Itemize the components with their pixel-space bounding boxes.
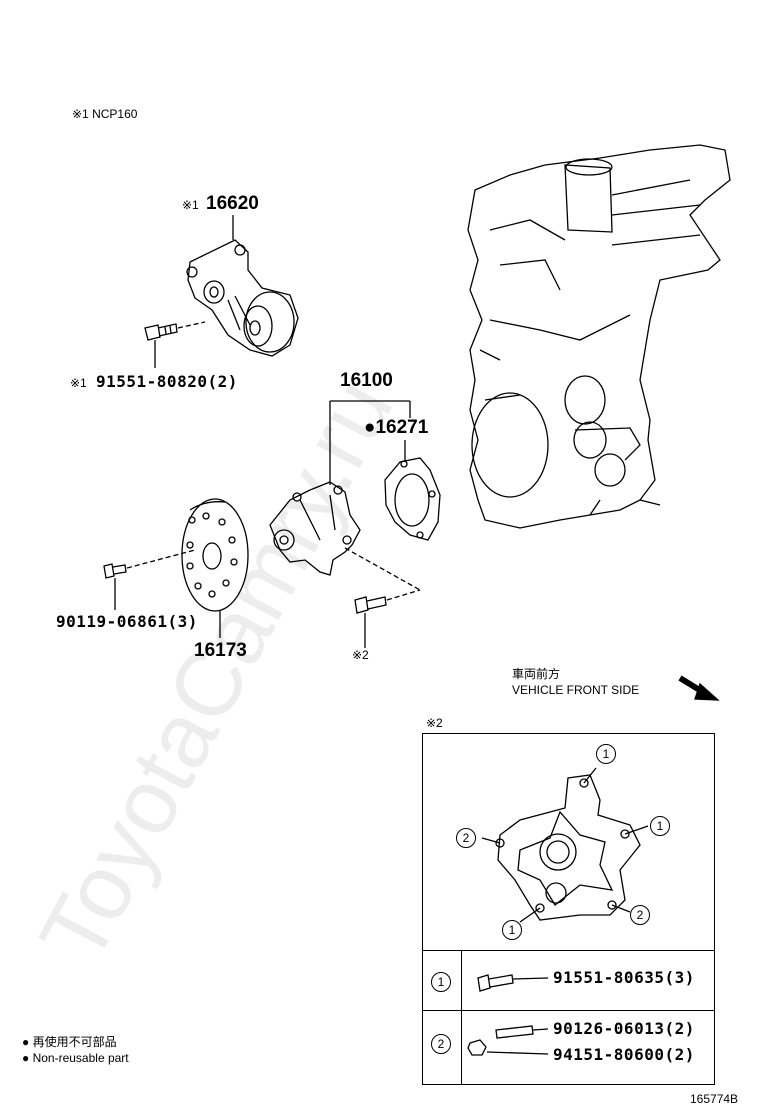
gasket-drawing xyxy=(384,457,441,541)
part-number-pulley-bolt: 90119-06861(3) xyxy=(56,612,198,631)
water-pump-drawing xyxy=(269,481,361,576)
inset-stud-bolt-drawing xyxy=(467,1025,549,1056)
inset-callout-1b: 1 xyxy=(650,816,670,836)
inset-callout-1a: 1 xyxy=(596,744,616,764)
pulley-bolt-drawing xyxy=(103,549,196,579)
inset-row-2-part-a: 90126-06013(2) xyxy=(553,1019,695,1038)
ref-mark-1: ※1 xyxy=(182,198,199,212)
part-number-water-pump: 16100 xyxy=(340,370,393,391)
inset-pump-drawing xyxy=(481,767,649,923)
ref-mark-1-bolt: ※1 xyxy=(70,376,87,390)
direction-label-en: VEHICLE FRONT SIDE xyxy=(512,683,640,697)
inset-panel xyxy=(422,733,715,1085)
ref-mark-2: ※2 xyxy=(352,648,369,662)
direction-label-jp: 車両前方 xyxy=(512,667,561,681)
front-direction-arrowhead xyxy=(694,682,720,701)
part-number-pulley: 16173 xyxy=(194,640,247,661)
pump-bolt-drawing xyxy=(344,547,421,614)
part-number-tensioner-bolt: 91551-80820(2) xyxy=(96,372,238,391)
part-number-gasket: ●16271 xyxy=(364,417,429,438)
inset-callout-2b: 2 xyxy=(630,905,650,925)
inset-row-1-key: 1 xyxy=(431,972,451,992)
legend-jp: ● 再使用不可部品 xyxy=(22,1035,117,1049)
legend-en: ● Non-reusable part xyxy=(22,1051,129,1065)
leader-water-pump xyxy=(329,400,411,485)
part-number-tensioner: 16620 xyxy=(206,193,259,214)
variant-note: ※1 NCP160 xyxy=(72,107,138,121)
engine-block-drawing xyxy=(467,144,731,529)
tensioner-bolt-drawing xyxy=(144,321,206,341)
inset-row-2-key: 2 xyxy=(431,1034,451,1054)
inset-row-1-part: 91551-80635(3) xyxy=(553,968,695,987)
figure-id: 165774B xyxy=(690,1092,739,1106)
pulley-drawing xyxy=(181,498,249,612)
inset-ref-mark: ※2 xyxy=(426,716,443,730)
inset-callout-1c: 1 xyxy=(502,920,522,940)
tensioner-drawing xyxy=(186,239,299,357)
inset-row-2-part-b: 94151-80600(2) xyxy=(553,1045,695,1064)
inset-bolt-1-drawing xyxy=(477,974,549,992)
inset-callout-2a: 2 xyxy=(456,828,476,848)
